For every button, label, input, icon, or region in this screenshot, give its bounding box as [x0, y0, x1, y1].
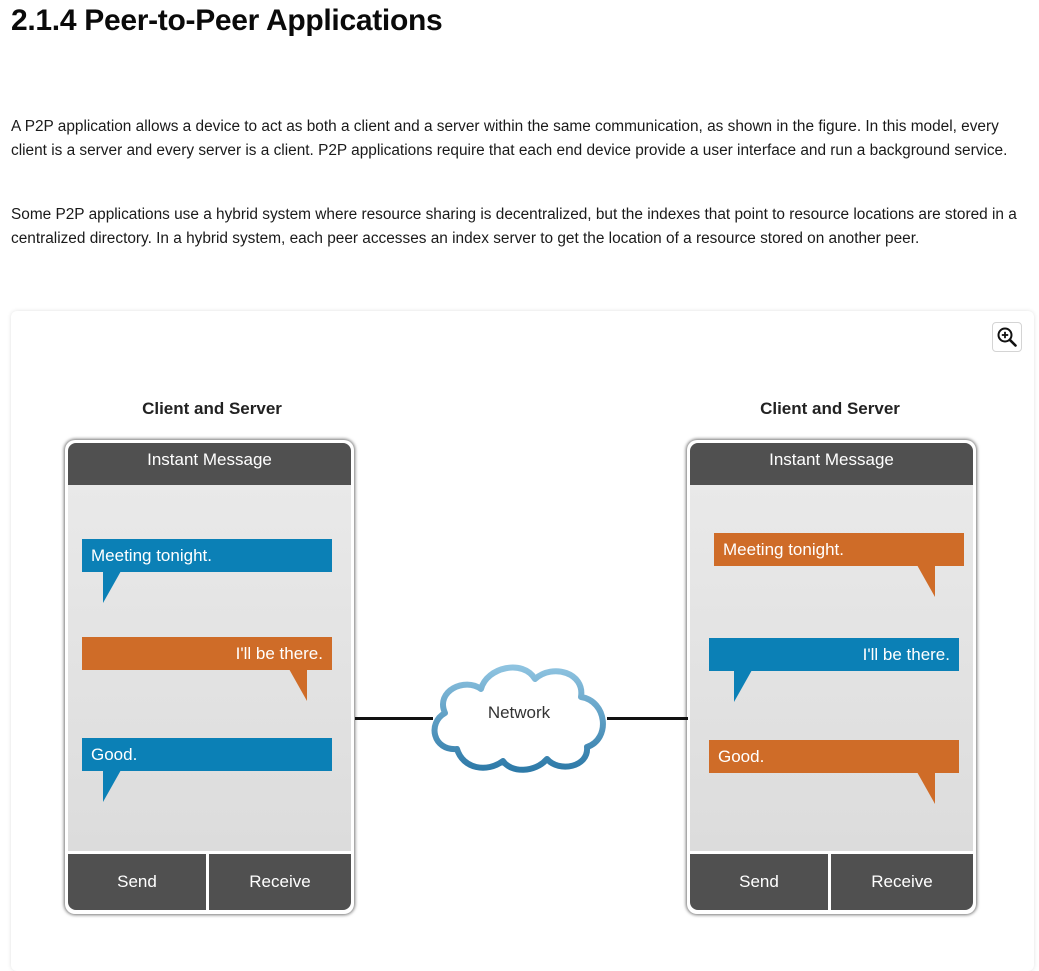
right-device-header: Instant Message: [690, 443, 973, 485]
intro-paragraph: A P2P application allows a device to act…: [11, 118, 1008, 159]
left-device: Instant Message Send Receive: [65, 440, 354, 914]
network-link-right: [607, 717, 688, 720]
left-message-1-tail: [103, 571, 121, 603]
network-cloud-icon: [431, 664, 606, 773]
left-message-3: Good.: [82, 738, 332, 771]
left-device-label: Client and Server: [142, 399, 282, 418]
left-message-2: I'll be there.: [82, 637, 332, 670]
hybrid-paragraph: Some P2P applications use a hybrid syste…: [11, 206, 1017, 247]
right-message-2-tail: [734, 670, 752, 702]
network-link-left: [355, 717, 433, 720]
right-message-1-tail: [917, 565, 935, 597]
network-label: Network: [487, 703, 551, 722]
right-message-2: I'll be there.: [709, 638, 959, 671]
right-message-3-tail: [917, 772, 935, 804]
left-message-3-tail: [103, 770, 121, 802]
zoom-in-icon: [997, 327, 1017, 347]
left-message-1: Meeting tonight.: [82, 539, 332, 572]
right-send-button[interactable]: Send: [690, 854, 828, 910]
zoom-button[interactable]: [992, 322, 1022, 352]
left-device-header: Instant Message: [68, 443, 351, 485]
right-device: Instant Message Send Receive: [687, 440, 976, 914]
right-message-3: Good.: [709, 740, 959, 773]
left-receive-button[interactable]: Receive: [209, 854, 351, 910]
left-send-button[interactable]: Send: [68, 854, 206, 910]
right-receive-button[interactable]: Receive: [831, 854, 973, 910]
left-message-2-tail: [289, 669, 307, 701]
right-device-label: Client and Server: [760, 399, 900, 418]
page-title: 2.1.4 Peer-to-Peer Applications: [11, 4, 443, 37]
right-message-1: Meeting tonight.: [714, 533, 964, 566]
